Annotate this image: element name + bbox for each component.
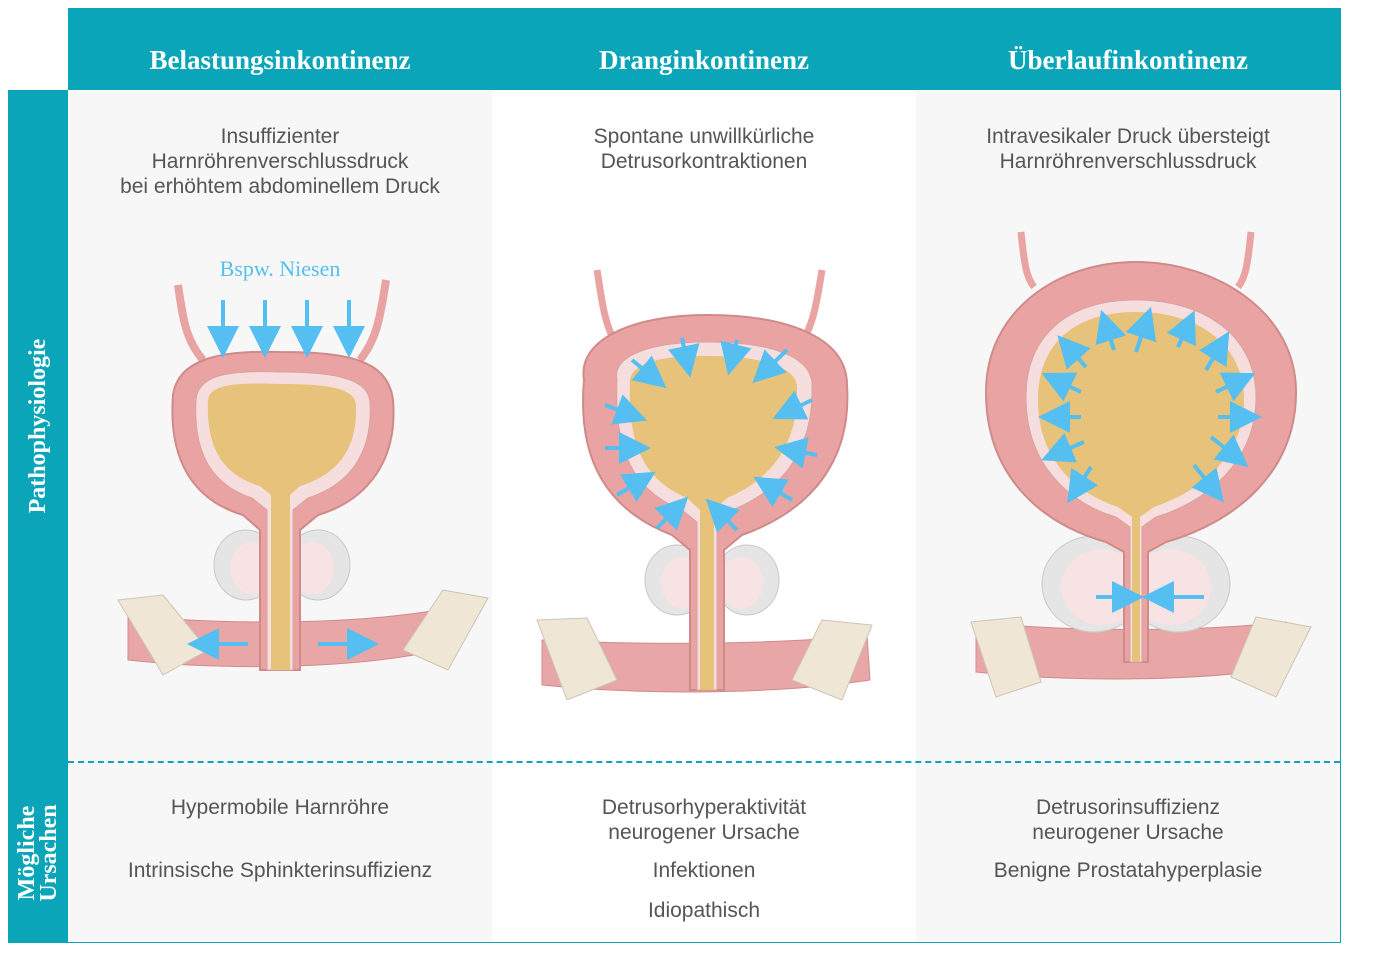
description-line: Harnröhrenverschlussdruck [151, 150, 409, 173]
description-overflow: Intravesikaler Druck übersteigt Harnröhr… [916, 124, 1340, 174]
cause-stress-2: Intrinsische Sphinkterinsuffizienz [127, 859, 433, 882]
cause-line: Detrusorhyperaktivität [601, 796, 807, 819]
stress-incontinence-bladder-illustration [117, 279, 489, 676]
description-line: Harnröhrenverschlussdruck [999, 150, 1257, 173]
cause-urge-1: Detrusorhyperaktivität neurogener Ursach… [492, 795, 916, 845]
cause-overflow-1: Detrusorinsuffizienz neurogener Ursache [916, 795, 1340, 845]
cause-line: Detrusorinsuffizienz [1035, 796, 1221, 819]
urge-incontinence-bladder-illustration [536, 269, 873, 700]
cause-urge-2: Infektionen [652, 859, 756, 882]
overflow-incontinence-bladder-illustration [970, 231, 1312, 698]
row-label-causes: Mögliche Ursachen [8, 762, 68, 943]
cause-stress-1: Hypermobile Harnröhre [170, 796, 390, 819]
description-line: Insuffizienter [220, 125, 340, 148]
cause-line: neurogener Ursache [608, 821, 800, 844]
cause-line: neurogener Ursache [1032, 821, 1224, 844]
description-line: Intravesikaler Druck übersteigt [986, 125, 1270, 148]
row-label-causes-text: Mögliche Ursachen [14, 803, 62, 902]
description-stress: Insuffizienter Harnröhrenverschlussdruck… [68, 124, 492, 199]
column-title-urge: Dranginkontinenz [598, 45, 810, 75]
cause-overflow-2: Benigne Prostatahyperplasie [993, 859, 1263, 882]
cause-urge-3: Idiopathisch [647, 899, 761, 922]
row-divider [68, 761, 1340, 763]
column-title-overflow: Überlaufinkontinenz [1007, 45, 1249, 75]
row-label-pathophysiology-text: Pathophysiologie [25, 338, 51, 514]
row-label-pathophysiology: Pathophysiologie [8, 90, 68, 762]
annotation-sneeze: Bspw. Niesen [219, 256, 341, 281]
header-bar [68, 8, 1341, 90]
row-label-causes-line-2: Ursachen [36, 803, 62, 902]
description-line: Detrusorkontraktionen [600, 150, 808, 173]
column-title-stress: Belastungsinkontinenz [149, 45, 411, 75]
description-line: Spontane unwillkürliche [593, 125, 815, 148]
row-label-causes-line-1: Mögliche [14, 805, 40, 900]
description-urge: Spontane unwillkürliche Detrusorkontrakt… [492, 124, 916, 174]
description-line: bei erhöhtem abdominellem Druck [120, 175, 440, 198]
